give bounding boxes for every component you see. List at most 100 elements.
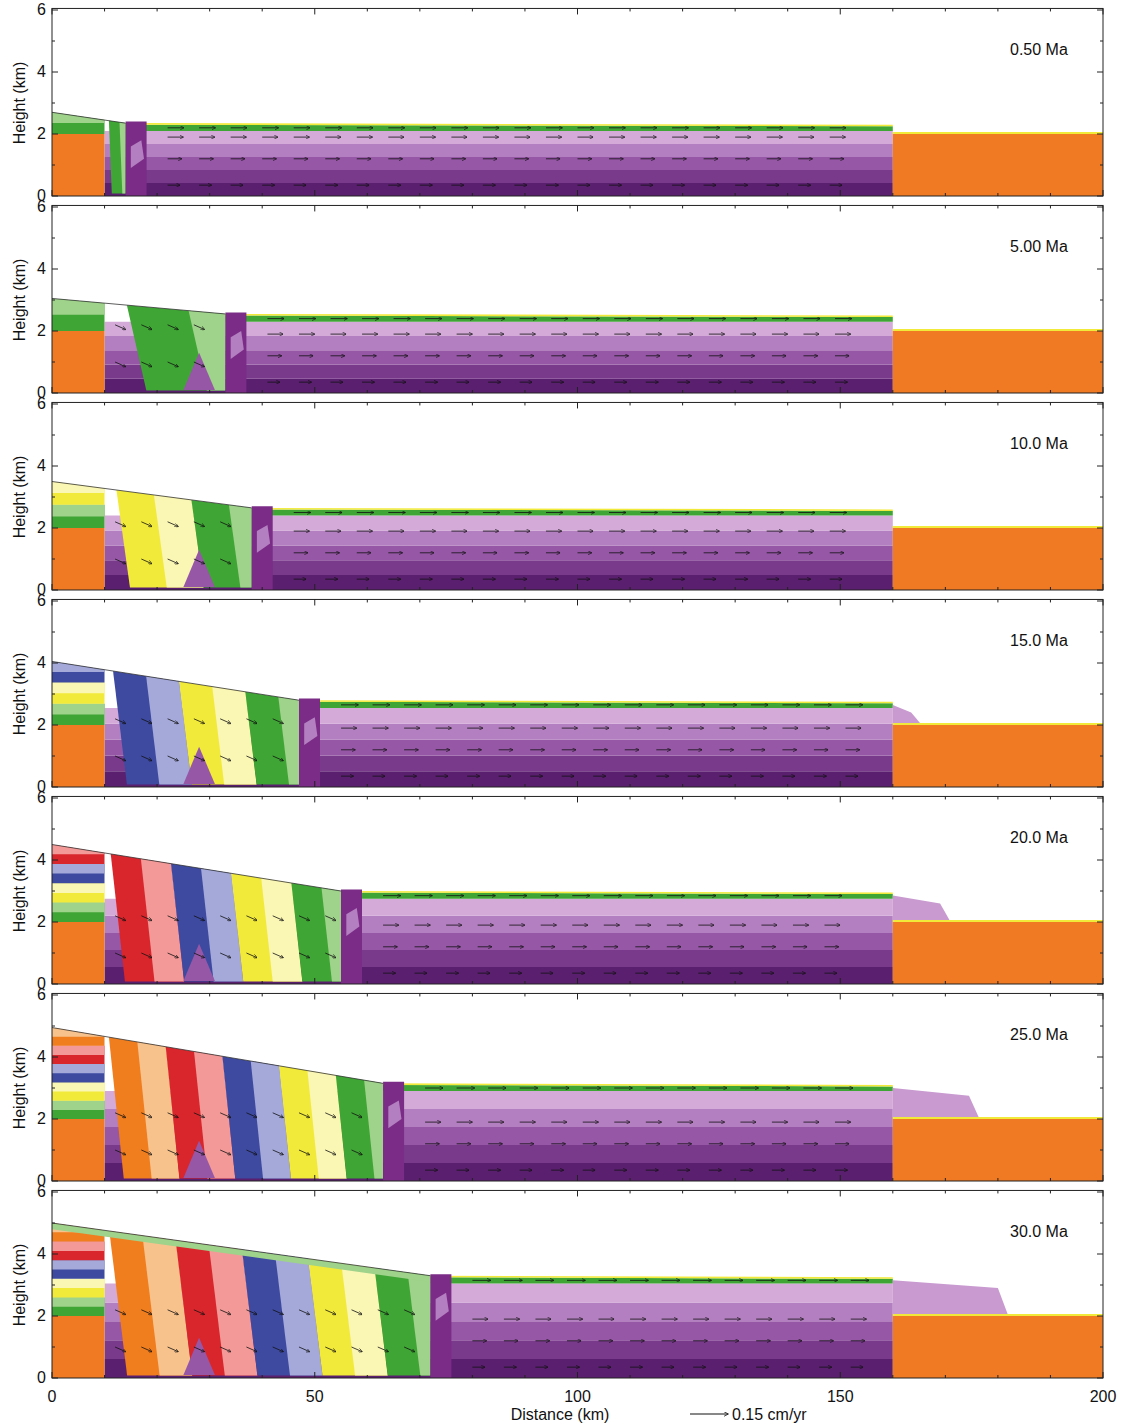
velocity-arrow (830, 137, 846, 138)
tick-mark (997, 599, 998, 602)
velocity-arrow (514, 158, 528, 159)
tick-mark (945, 1375, 946, 1378)
tick-mark (104, 993, 105, 996)
velocity-arrow (299, 1310, 310, 1315)
velocity-arrow (646, 1143, 660, 1144)
tick-mark (104, 8, 105, 11)
velocity-arrow (388, 579, 400, 580)
velocity-arrow (604, 973, 616, 974)
tick-mark (1103, 1175, 1104, 1181)
tick-mark (577, 205, 578, 211)
velocity-arrow (141, 953, 152, 958)
velocity-arrow (704, 127, 720, 128)
tick-mark (840, 781, 841, 787)
velocity-arrow (299, 953, 310, 958)
tick-mark (104, 1375, 105, 1378)
tick-mark (157, 599, 158, 602)
axis-title: Height (km) (12, 1047, 28, 1130)
velocity-arrow (530, 749, 544, 750)
velocity-arrow (420, 531, 436, 532)
velocity-arrow (341, 749, 355, 750)
velocity-arrow (357, 552, 371, 553)
purple-tongue (893, 1088, 980, 1119)
velocity-arrow (246, 719, 257, 724)
velocity-arrow (798, 185, 810, 186)
tick-mark (1103, 796, 1104, 802)
axis-tick-label: 2 (37, 1308, 46, 1324)
velocity-arrow (578, 552, 592, 553)
tick-mark (630, 193, 631, 196)
basement-block (52, 134, 105, 196)
age-stripe (169, 601, 257, 787)
velocity-arrow (436, 704, 453, 705)
model-panel (52, 1190, 1103, 1378)
tick-mark (1100, 632, 1103, 633)
velocity-arrow (583, 1122, 599, 1123)
velocity-arrow (273, 953, 284, 958)
axis-tick-label: 4 (37, 261, 46, 277)
velocity-arrow (599, 1367, 611, 1368)
tick-mark (1050, 193, 1051, 196)
model-panel (52, 205, 1103, 393)
diapir-swirl (304, 717, 317, 745)
velocity-arrow (488, 318, 505, 319)
velocity-arrow (373, 749, 387, 750)
velocity-arrow (782, 776, 794, 777)
left-layer (52, 883, 105, 902)
velocity-arrow (331, 382, 343, 383)
axis-tick-label: 6 (37, 1184, 46, 1200)
velocity-arrow (772, 318, 789, 319)
velocity-arrow (772, 1143, 786, 1144)
left-layer (52, 1297, 105, 1306)
tick-mark (787, 1178, 788, 1181)
velocity-arrow (220, 719, 231, 724)
velocity-arrow (425, 1122, 441, 1123)
velocity-arrow (709, 1143, 723, 1144)
velocity-arrow (451, 512, 468, 513)
velocity-arrow (246, 756, 257, 761)
model-panel (52, 8, 1103, 196)
axis-tick-label: 4 (37, 1049, 46, 1065)
tick-mark (1050, 402, 1051, 405)
velocity-arrow (751, 728, 767, 729)
velocity-arrow (357, 158, 371, 159)
tick-mark (1100, 103, 1103, 104)
velocity-arrow (141, 756, 152, 761)
velocity-arrow (725, 1319, 741, 1320)
velocity-arrow (709, 334, 725, 335)
velocity-arrow (420, 137, 436, 138)
velocity-arrow (373, 728, 389, 729)
tick-mark (52, 1192, 58, 1193)
tick-mark (682, 993, 683, 996)
velocity-arrow (735, 185, 747, 186)
tick-mark (997, 205, 998, 208)
tick-mark (52, 207, 58, 208)
tick-mark (52, 796, 53, 802)
left-layer (52, 1046, 105, 1055)
velocity-arrow (546, 552, 560, 553)
velocity-arrow (719, 704, 736, 705)
velocity-arrow (478, 925, 494, 926)
tick-mark (262, 796, 263, 799)
velocity-arrow (641, 137, 657, 138)
tick-mark (524, 1178, 525, 1181)
tick-mark (419, 402, 420, 405)
velocity-arrow (194, 559, 205, 564)
tick-mark (735, 587, 736, 590)
tick-mark (52, 756, 55, 757)
purple-dome (183, 747, 215, 784)
axis-tick-label: 6 (37, 2, 46, 18)
velocity-arrow (625, 749, 639, 750)
tick-mark (630, 796, 631, 799)
tick-mark (524, 981, 525, 984)
tick-mark (1097, 466, 1103, 467)
velocity-arrow (656, 728, 672, 729)
age-stripe (216, 995, 291, 1181)
velocity-arrow (194, 953, 205, 958)
velocity-arrow (782, 728, 798, 729)
velocity-arrow (677, 1088, 695, 1089)
velocity-arrow (299, 1150, 310, 1155)
velocity-arrow (388, 127, 404, 128)
tick-mark (997, 993, 998, 996)
velocity-arrow (740, 382, 752, 383)
